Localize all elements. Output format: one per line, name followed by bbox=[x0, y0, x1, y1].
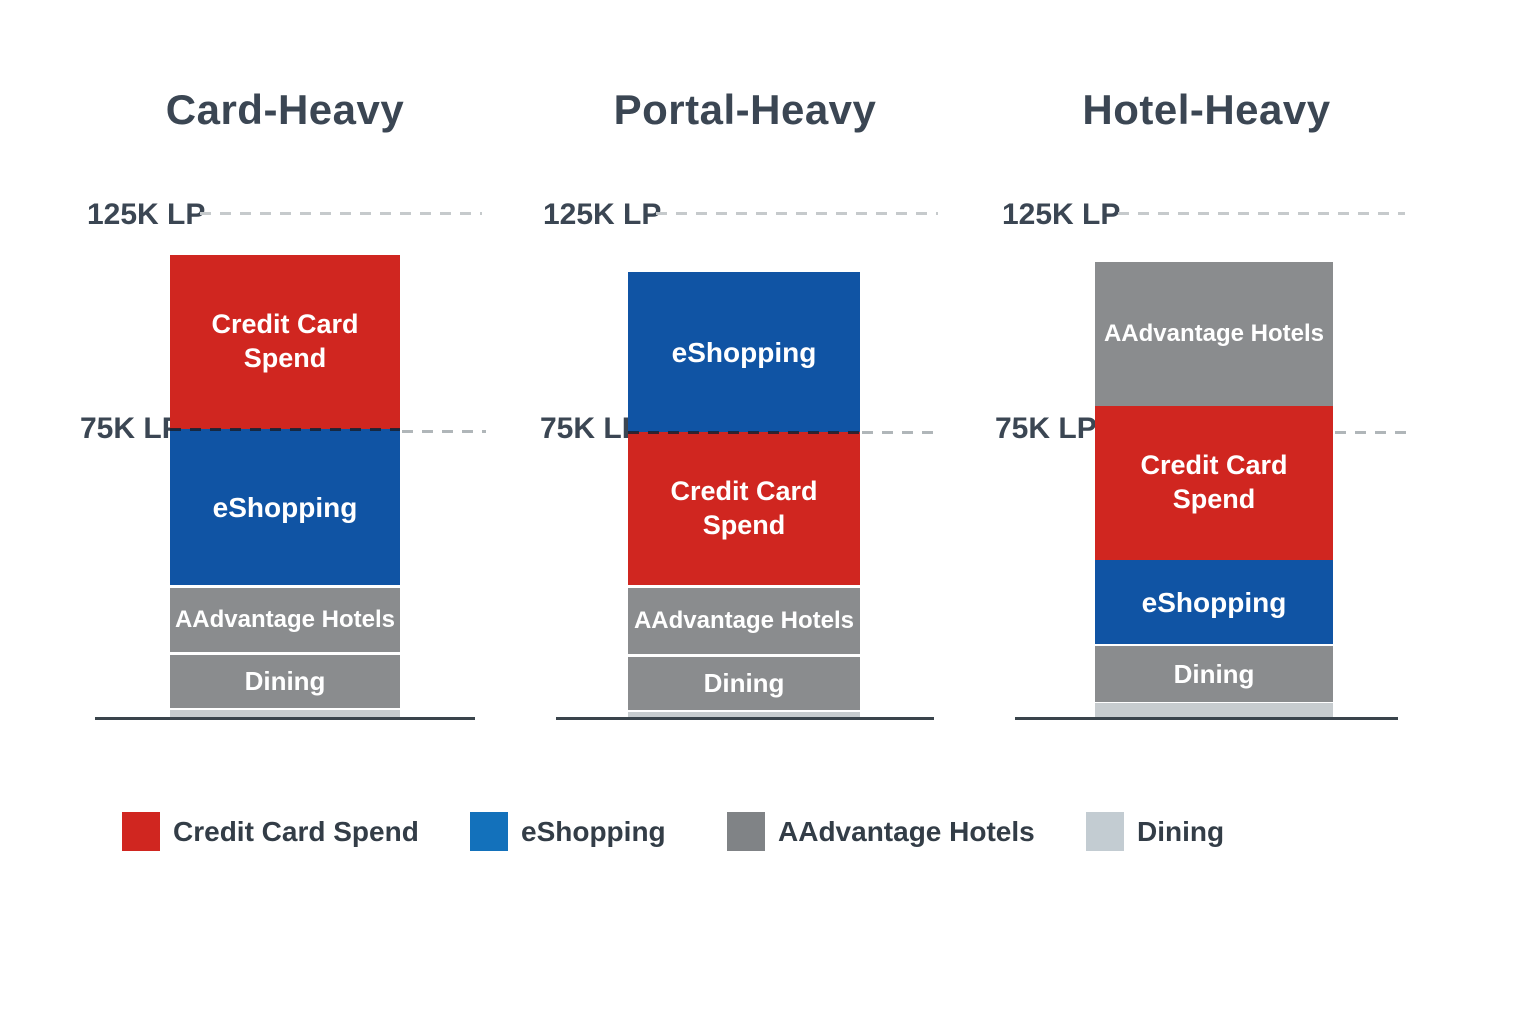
bar-segment-credit: Credit Card Spend bbox=[628, 431, 860, 585]
legend-label-credit-card-spend: Credit Card Spend bbox=[173, 815, 419, 847]
legend-label-eshopping: eShopping bbox=[521, 815, 666, 847]
legend-swatch-credit-card-spend bbox=[122, 812, 160, 851]
legend-item-aadvantage-hotels: AAdvantage Hotels bbox=[727, 812, 1035, 851]
bar-segment-hotels: AAdvantage Hotels bbox=[170, 588, 400, 652]
legend-item-credit-card-spend: Credit Card Spend bbox=[122, 812, 419, 851]
bar-segment-label: Dining bbox=[703, 668, 785, 699]
bar-segment-label: Credit Card Spend bbox=[211, 309, 359, 373]
ref-dashed-line-125k bbox=[1118, 212, 1405, 215]
ref-dashed-line-75k-overlay bbox=[170, 428, 400, 431]
bar-segment-label: eShopping bbox=[1141, 586, 1287, 618]
bar-segment-label: eShopping bbox=[212, 491, 358, 523]
bar-segment-strip bbox=[1095, 703, 1333, 719]
legend-label-dining: Dining bbox=[1137, 815, 1225, 847]
bar-segment-hotels: AAdvantage Hotels bbox=[1095, 262, 1333, 406]
bar-segment-strip bbox=[628, 712, 860, 719]
bar-segment-dining: Dining bbox=[170, 655, 400, 708]
bar-segment-eshopping: eShopping bbox=[1095, 560, 1333, 644]
baseline-axis bbox=[95, 717, 475, 720]
ref-dashed-line-75k-overlay bbox=[628, 431, 860, 434]
bar-segment-label: eShopping bbox=[671, 336, 817, 368]
bar-segment-hotels: AAdvantage Hotels bbox=[628, 588, 860, 654]
legend-item-dining: Dining bbox=[1086, 812, 1224, 851]
bar-segment-label: AAdvantage Hotels bbox=[633, 607, 855, 634]
ref-dashed-line-75k bbox=[862, 431, 940, 434]
bar-segment-label: Dining bbox=[1173, 658, 1255, 689]
bar-segment-eshopping: eShopping bbox=[628, 272, 860, 432]
legend-label-aadvantage-hotels: AAdvantage Hotels bbox=[778, 815, 1035, 847]
ref-label-75k: 75K LP bbox=[540, 412, 642, 445]
ref-label-125k: 125K LP bbox=[543, 198, 662, 231]
ref-dashed-line-75k bbox=[402, 430, 486, 433]
legend-item-eshopping: eShopping bbox=[470, 812, 666, 851]
chart-title-card-heavy: Card-Heavy bbox=[165, 86, 405, 133]
bar-segment-label: Credit Card Spend bbox=[670, 475, 818, 540]
legend-swatch-dining bbox=[1086, 812, 1124, 851]
bar-segment-eshopping: eShopping bbox=[170, 428, 400, 585]
bar-segment-label: Credit Card Spend bbox=[1140, 450, 1288, 514]
baseline-axis bbox=[1015, 717, 1398, 720]
chart-title-hotel-heavy: Hotel-Heavy bbox=[1082, 86, 1331, 133]
baseline-axis bbox=[556, 717, 934, 720]
ref-dashed-line-125k bbox=[200, 212, 482, 215]
ref-label-75k: 75K LP bbox=[80, 412, 182, 445]
chart-title-portal-heavy: Portal-Heavy bbox=[613, 86, 877, 133]
ref-dashed-line-75k bbox=[1335, 431, 1408, 434]
legend-swatch-eshopping bbox=[470, 812, 508, 851]
bar-segment-dining: Dining bbox=[628, 657, 860, 710]
ref-label-75k: 75K LP bbox=[995, 412, 1097, 445]
ref-dashed-line-125k bbox=[656, 212, 938, 215]
bar-segment-label: Dining bbox=[244, 666, 326, 697]
ref-label-125k: 125K LP bbox=[87, 198, 206, 231]
bar-segment-strip bbox=[170, 710, 400, 719]
legend-swatch-aadvantage-hotels bbox=[727, 812, 765, 851]
bar-segment-dining: Dining bbox=[1095, 646, 1333, 702]
bar-segment-label: AAdvantage Hotels bbox=[1103, 320, 1325, 347]
ref-label-125k: 125K LP bbox=[1002, 198, 1121, 231]
bar-segment-credit: Credit Card Spend bbox=[170, 255, 400, 429]
bar-segment-credit: Credit Card Spend bbox=[1095, 406, 1333, 560]
bar-segment-label: AAdvantage Hotels bbox=[174, 606, 396, 633]
